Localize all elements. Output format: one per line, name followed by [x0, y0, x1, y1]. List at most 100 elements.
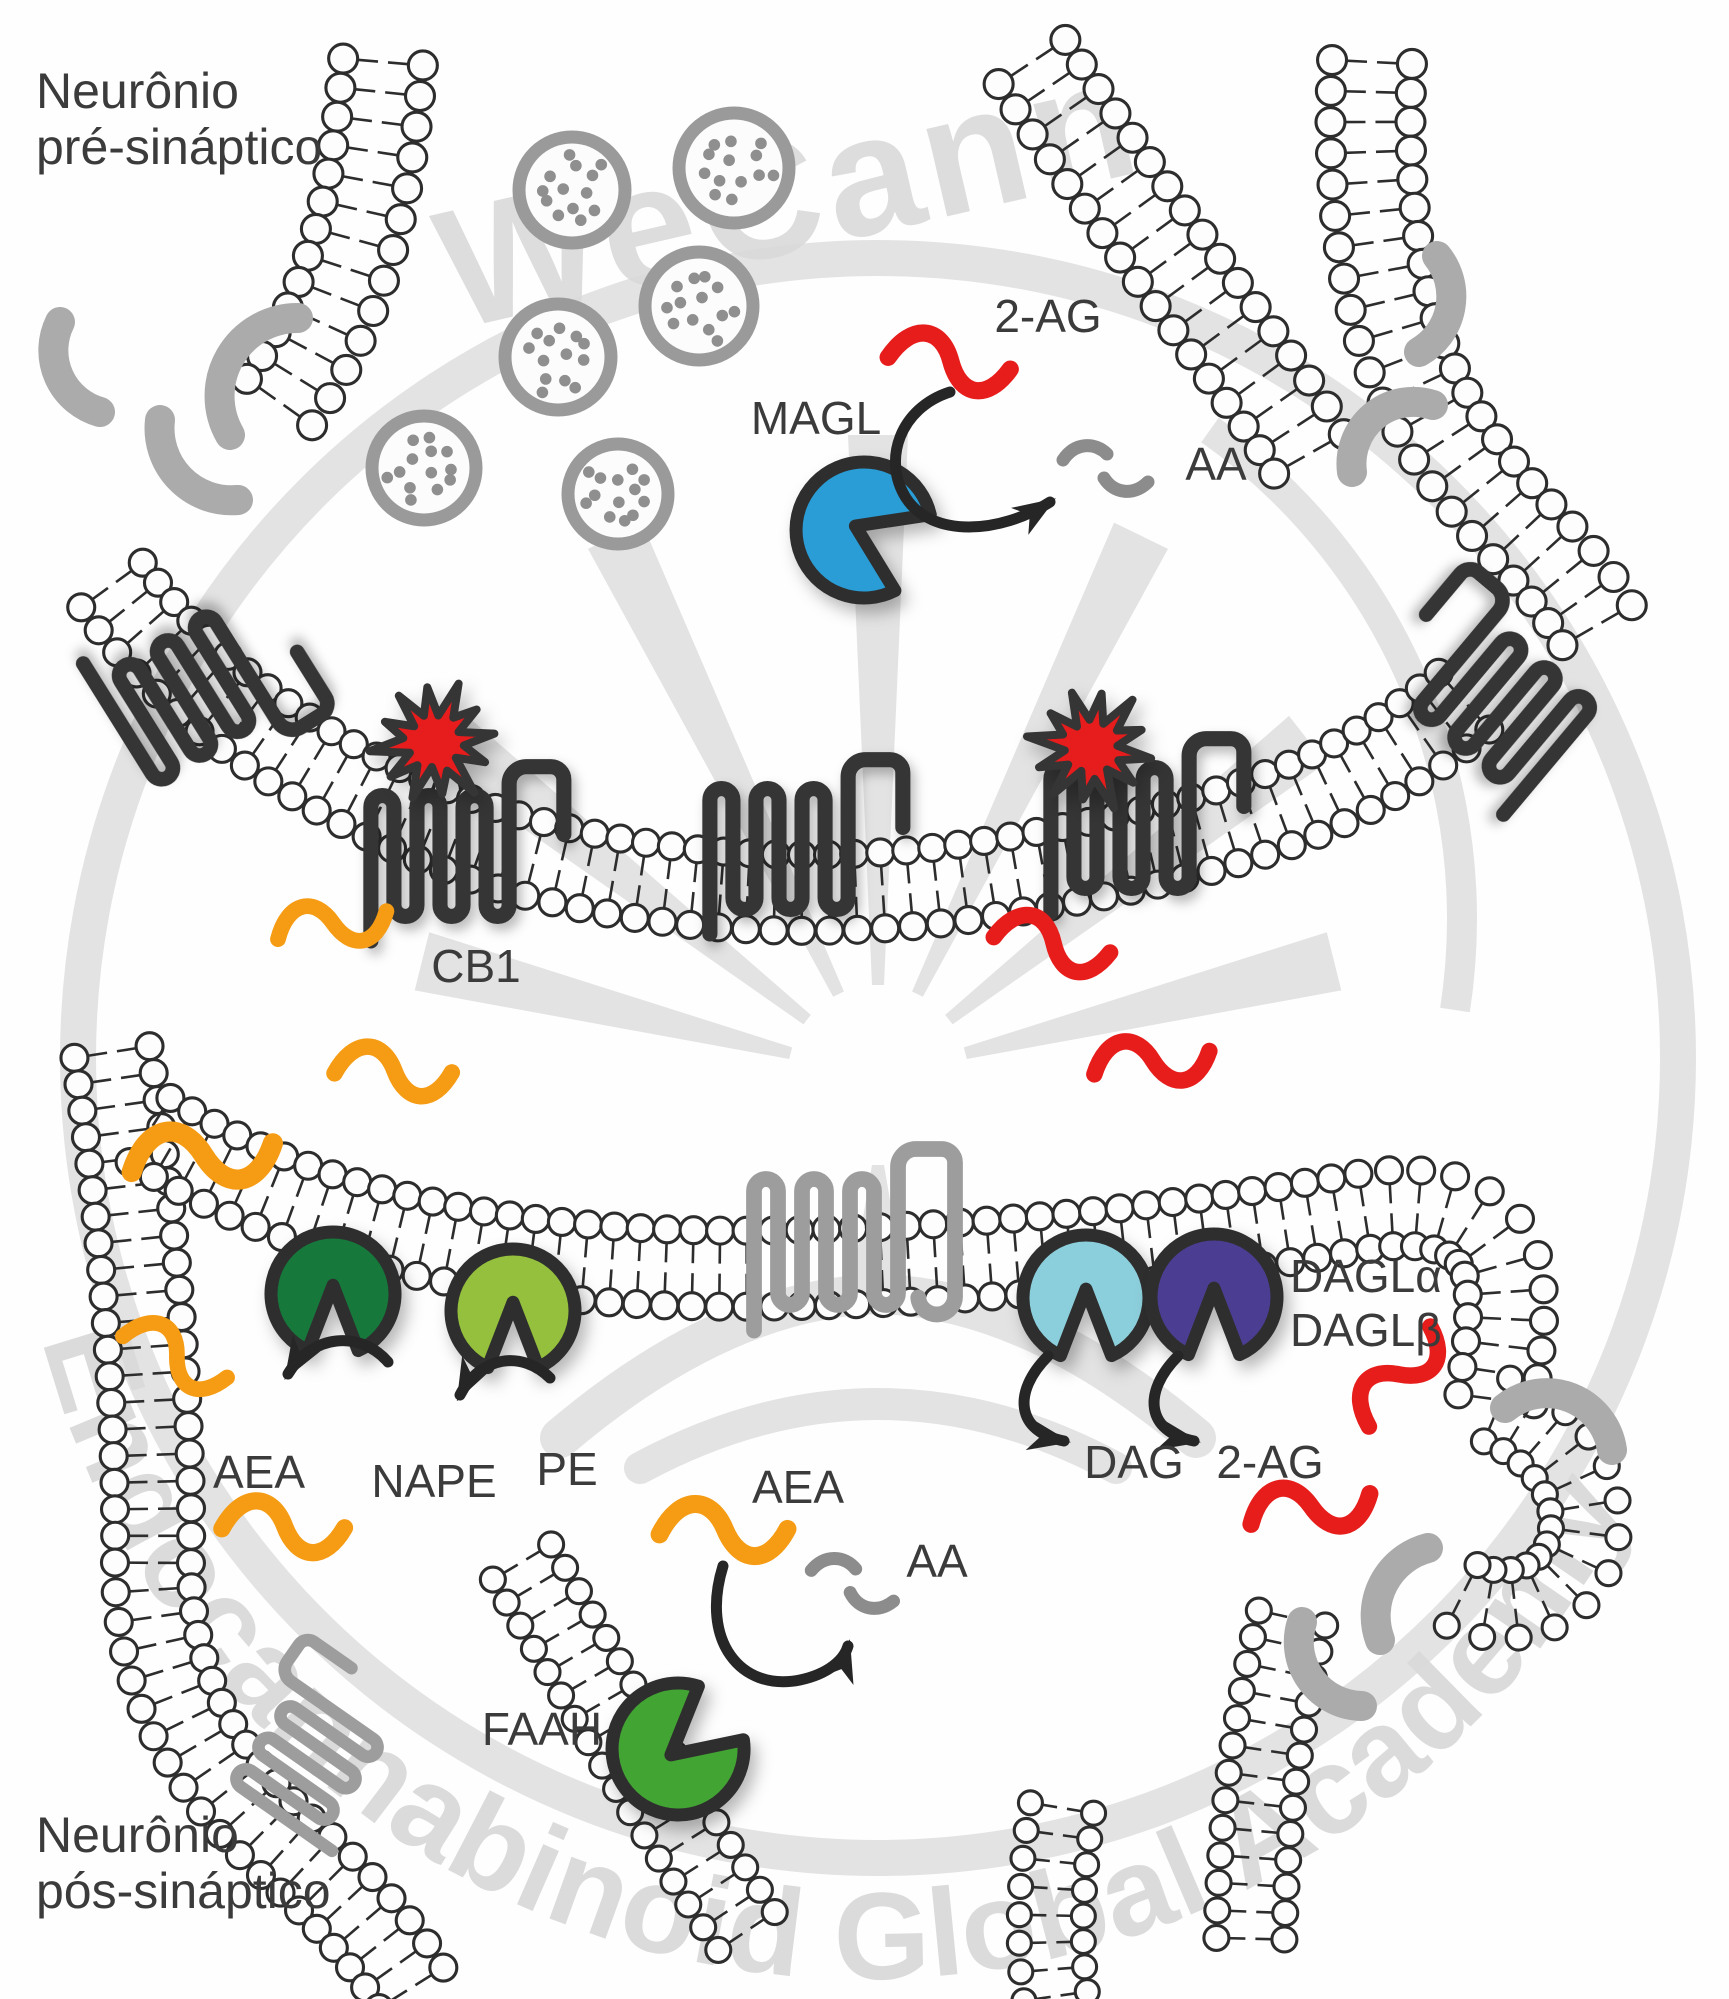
lipid-head: [982, 68, 1015, 101]
lipid-head: [1456, 519, 1489, 553]
enzymes-layer: [264, 455, 1284, 1822]
lipid-head: [814, 915, 845, 946]
glial-crescent: [38, 307, 115, 427]
lipid-head: [1463, 1550, 1492, 1580]
lipid-head: [406, 49, 439, 82]
lipid-head: [1071, 1953, 1099, 1981]
lipid-head: [1343, 1158, 1374, 1189]
lipid-head: [647, 906, 678, 937]
lipid-head: [1468, 1622, 1497, 1651]
lipid-head: [786, 915, 817, 946]
neurotransmitter-dot: [629, 483, 641, 496]
neurotransmitter-dot: [638, 474, 650, 486]
lipid-head: [159, 587, 190, 618]
lipid-head: [142, 567, 174, 598]
neurotransmitter-dot: [627, 509, 639, 522]
reaction-arrows-layer: [282, 386, 1201, 1688]
postsynaptic-left-wall-membrane: [59, 1031, 459, 1999]
lipid-head: [1104, 1193, 1135, 1224]
lipid-head: [842, 914, 873, 945]
nape-pld-enzyme-light: [444, 1242, 582, 1375]
2ag-squiggle-4: [1351, 1318, 1447, 1435]
lipid-head: [917, 832, 948, 863]
2ag-squiggle-5: [1242, 1479, 1379, 1535]
lipid-head: [116, 1665, 147, 1696]
lipid-head: [401, 1260, 432, 1291]
lipid-head: [546, 1206, 577, 1237]
lipid-head: [731, 1853, 760, 1882]
lipid-head: [1238, 1623, 1267, 1652]
postsynaptic-gray-receptor: [746, 1141, 963, 1339]
lipid-head: [619, 902, 650, 933]
membrane-heads: [1005, 1789, 1108, 1999]
neurotransmitter-dot: [570, 330, 583, 343]
aa-broken-squiggle-bottom: [804, 1552, 901, 1615]
lipid-head: [1314, 74, 1347, 107]
neurotransmitter-dot: [441, 445, 453, 458]
lipid-head: [1121, 265, 1154, 298]
lipid-head: [240, 1211, 271, 1242]
lipid-head: [1322, 231, 1355, 264]
lipid-head: [716, 1830, 745, 1859]
label-aa-top: AA: [1185, 438, 1247, 490]
lipid-head: [953, 904, 984, 936]
lipid-head: [88, 1281, 119, 1312]
neurotransmitter-dot: [445, 463, 457, 476]
lipid-head: [1276, 1819, 1305, 1849]
label-postsynaptic-neuron-line1: Neurônio: [36, 1807, 239, 1863]
neurotransmitter-dot: [553, 322, 566, 335]
neurotransmitter-dot: [423, 431, 436, 444]
lipid-head: [1314, 106, 1347, 139]
lipid-head: [528, 807, 559, 838]
lipid-head: [1016, 118, 1049, 151]
lipid-head: [1328, 262, 1361, 295]
lipid-head: [1116, 121, 1149, 154]
lipid-head: [1192, 362, 1225, 395]
neurotransmitter-dot: [613, 496, 625, 509]
lipid-head: [330, 353, 363, 386]
lipid-head: [1515, 585, 1548, 618]
lipid-head: [494, 1200, 525, 1231]
neurotransmitter-dot: [536, 185, 549, 197]
lipid-head: [605, 823, 636, 854]
synaptic-vesicle: [512, 130, 632, 250]
label-nape: NAPE: [371, 1455, 496, 1507]
lipid-head: [443, 1191, 474, 1222]
label-dagl-beta: DAGLβ: [1290, 1304, 1442, 1356]
dagl-beta-to-2ag-arrow: [1148, 1350, 1201, 1451]
postsynaptic-lower-right-membrane: [1202, 1596, 1340, 1954]
neurotransmitter-dot: [578, 337, 590, 350]
cb1-receptor-left-activated-coil: [363, 759, 572, 949]
lipid-head: [1556, 510, 1589, 543]
lipid-head: [1016, 1789, 1044, 1817]
lipid-head: [70, 1122, 102, 1153]
vesicle-membrane: [638, 245, 760, 367]
neurotransmitter-dot: [405, 494, 417, 506]
lipid-head: [1068, 192, 1101, 225]
lipid-head: [520, 1203, 551, 1234]
neurotransmitter-dot: [531, 327, 543, 340]
label-dag: DAG: [1084, 1436, 1184, 1488]
lipid-head: [578, 1600, 607, 1629]
neurotransmitter-dot: [523, 342, 535, 354]
neurotransmitter-dot: [686, 314, 699, 326]
lipid-head: [1342, 324, 1375, 357]
postsynaptic-gray-receptor-bottom-left-coil: [230, 1633, 384, 1858]
lipid-head: [1504, 1203, 1536, 1234]
lipid-head: [224, 1840, 255, 1871]
lipid-head: [1396, 163, 1429, 196]
lipid-head: [204, 1818, 235, 1850]
lipid-head: [1355, 794, 1386, 826]
lipid-head: [163, 1175, 194, 1206]
lipid-head: [376, 1883, 407, 1914]
neurotransmitter-dot: [425, 445, 437, 458]
neurotransmitter-dot: [711, 281, 724, 294]
lipid-head: [995, 821, 1026, 852]
lipid-head: [1432, 1611, 1461, 1640]
lipid-head: [306, 185, 339, 218]
lipid-head: [1546, 629, 1579, 662]
cb1-receptor-left-tilted: [75, 609, 335, 787]
lipid-head: [745, 1875, 774, 1904]
activation-starburst-left: [365, 679, 499, 802]
cb1-receptor-left-activated: [363, 759, 572, 949]
